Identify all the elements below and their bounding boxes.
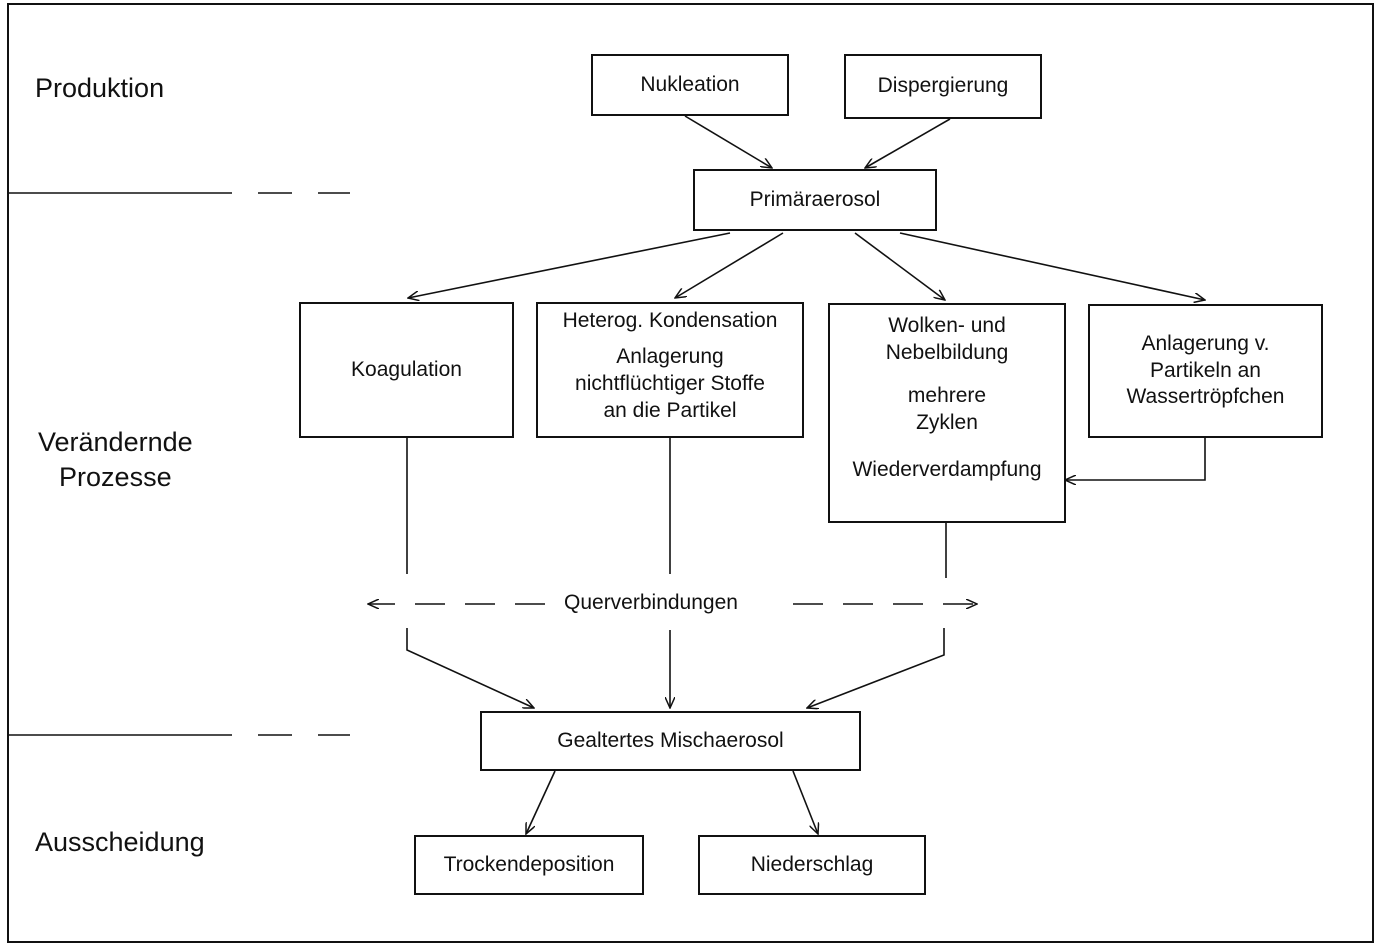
section-label-removal: Ausscheidung [35,827,205,857]
node-primary-aerosol-label: Primäraerosol [749,187,881,211]
arrow-dispersion-primary [865,118,951,168]
node-cloud-formation: Wolken- und Nebelbildung mehrere Zyklen … [828,303,1066,523]
node-primary-aerosol: Primäraerosol [693,169,937,231]
arrow-nucleation-primary [684,115,772,168]
node-dry-deposition: Trockendeposition [414,835,644,895]
node-coagulation: Koagulation [299,302,514,438]
arrow-primary-cloud [854,232,945,300]
node-coagulation-label: Koagulation [351,357,462,381]
node-attachment-line3: Wassertröpfchen [1126,385,1285,409]
node-condensation-line1: Anlagerung [616,344,724,368]
node-precipitation: Niederschlag [698,835,926,895]
diagram-frame [7,3,1374,943]
section-label-processes: Verändernde Prozesse [38,425,193,495]
node-condensation-title: Heterog. Kondensation [562,309,778,332]
arrow-coagulation-aged [406,628,534,708]
node-dispersion-label: Dispergierung [877,74,1009,98]
node-attachment: Anlagerung v. Partikeln an Wassertröpfch… [1088,304,1323,438]
node-cloud-cycle-line1: mehrere [907,383,987,407]
section-label-processes-line2: Prozesse [59,462,172,493]
section-label-processes-line1: Verändernde [38,427,193,457]
section-label-production: Produktion [35,73,165,103]
cross-links-label: Querverbindungen [556,591,746,615]
arrow-primary-coagulation [408,232,731,298]
node-heterog-condensation: Heterog. Kondensation Anlagerung nichtfl… [536,302,804,438]
node-cloud-line2: Nebelbildung [885,340,1009,364]
node-cloud-line1: Wolken- und [888,314,1006,337]
node-dry-deposition-label: Trockendeposition [443,852,615,876]
node-aged-mixed-aerosol-label: Gealtertes Mischaerosol [557,728,784,752]
node-aged-mixed-aerosol: Gealtertes Mischaerosol [480,711,861,771]
node-nucleation: Nukleation [591,54,789,116]
node-cloud-cycle-line2: Zyklen [916,410,978,434]
arrow-cloud-aged [807,628,945,708]
node-dispersion: Dispergierung [844,54,1042,119]
node-nucleation-label: Nukleation [640,72,740,96]
arrow-attachment-cloud [1065,438,1206,480]
arrow-aged-precipitation [792,770,818,834]
node-attachment-line2: Partikeln an [1150,358,1261,382]
node-condensation-line3: an die Partikel [603,398,737,422]
node-attachment-line1: Anlagerung v. [1141,331,1270,355]
arrow-primary-condensation [675,232,784,298]
arrow-aged-dry-deposition [526,770,556,834]
node-condensation-line2: nichtflüchtiger Stoffe [575,371,765,395]
arrow-primary-attachment [899,232,1205,300]
node-cloud-re-evaporation: Wiederverdampfung [852,457,1042,481]
node-precipitation-label: Niederschlag [750,852,874,876]
